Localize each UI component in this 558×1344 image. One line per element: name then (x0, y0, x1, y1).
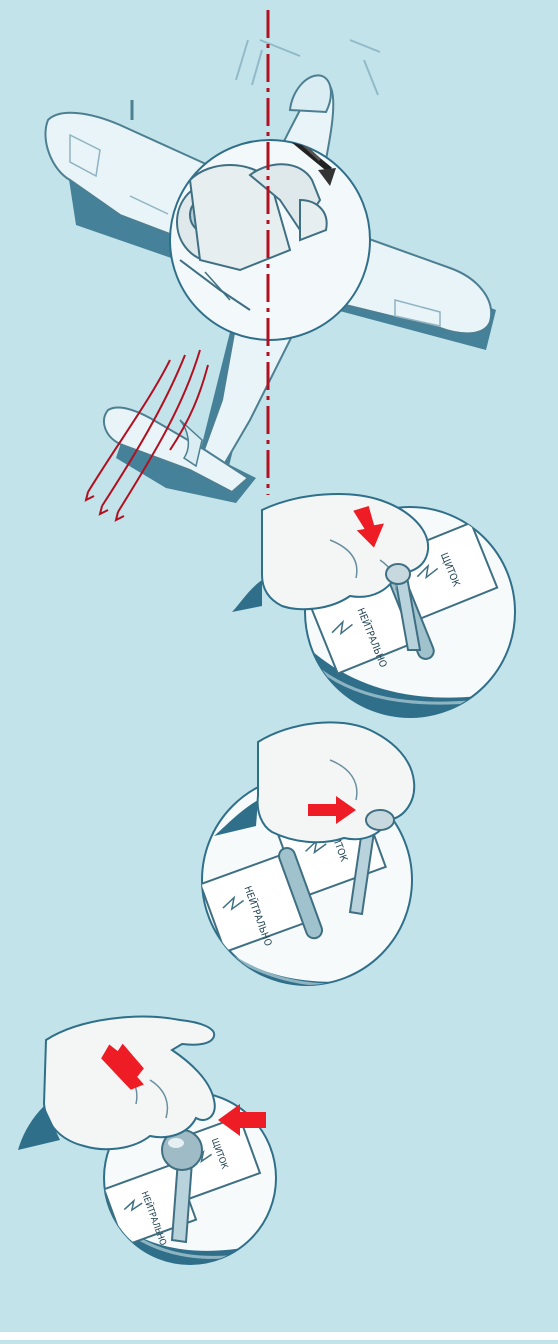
bottom-edge (0, 1332, 558, 1340)
hand-icon (214, 722, 414, 842)
pilot-icon (170, 112, 370, 345)
hand-icon (18, 1017, 215, 1150)
